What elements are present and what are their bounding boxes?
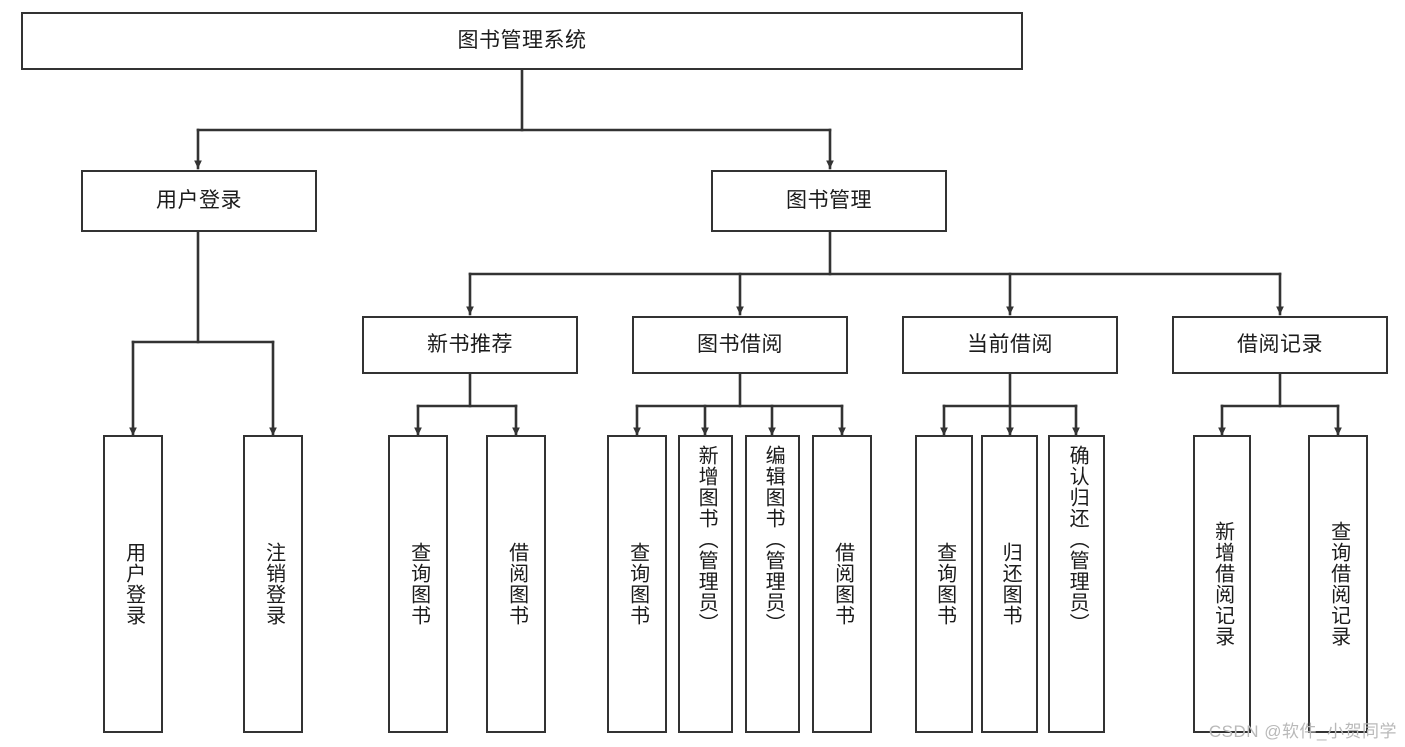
node-leaf-query-borrow-record[interactable]: 查询借阅记录 <box>1308 435 1368 733</box>
node-leaf-add-book-admin-label: 新增图书（管理员） <box>695 445 718 634</box>
node-leaf-borrow-book-label: 借阅图书 <box>831 542 854 626</box>
node-root-label: 图书管理系统 <box>457 28 587 52</box>
node-leaf-add-borrow-record[interactable]: 新增借阅记录 <box>1193 435 1251 733</box>
node-leaf-borrow-book-new-label: 借阅图书 <box>505 542 528 626</box>
node-new-book-recommend-label: 新书推荐 <box>427 332 513 356</box>
node-user-login-label: 用户登录 <box>156 188 242 212</box>
node-leaf-logout-label: 注销登录 <box>262 542 285 626</box>
node-leaf-query-book-current-label: 查询图书 <box>933 542 956 626</box>
node-root[interactable]: 图书管理系统 <box>21 12 1023 70</box>
node-leaf-edit-book-admin-label: 编辑图书（管理员） <box>762 445 785 634</box>
node-leaf-query-book-borrow[interactable]: 查询图书 <box>607 435 667 733</box>
node-book-management-label: 图书管理 <box>786 188 872 212</box>
node-book-management[interactable]: 图书管理 <box>711 170 947 232</box>
node-leaf-query-book-borrow-label: 查询图书 <box>626 542 649 626</box>
node-leaf-return-book-label: 归还图书 <box>999 542 1022 626</box>
node-leaf-confirm-return-admin-label: 确认归还（管理员） <box>1066 445 1089 634</box>
node-leaf-user-login-label: 用户登录 <box>122 542 145 626</box>
csdn-watermark: CSDN @软件_小贺同学 <box>1208 722 1397 741</box>
node-current-borrow[interactable]: 当前借阅 <box>902 316 1118 374</box>
node-borrow-record[interactable]: 借阅记录 <box>1172 316 1388 374</box>
node-book-borrow[interactable]: 图书借阅 <box>632 316 848 374</box>
node-leaf-add-book-admin[interactable]: 新增图书（管理员） <box>678 435 733 733</box>
node-new-book-recommend[interactable]: 新书推荐 <box>362 316 578 374</box>
node-leaf-borrow-book[interactable]: 借阅图书 <box>812 435 872 733</box>
node-leaf-query-book-new-label: 查询图书 <box>407 542 430 626</box>
node-leaf-user-login[interactable]: 用户登录 <box>103 435 163 733</box>
node-user-login[interactable]: 用户登录 <box>81 170 317 232</box>
node-leaf-return-book[interactable]: 归还图书 <box>981 435 1038 733</box>
node-leaf-query-book-current[interactable]: 查询图书 <box>915 435 973 733</box>
node-leaf-edit-book-admin[interactable]: 编辑图书（管理员） <box>745 435 800 733</box>
node-book-borrow-label: 图书借阅 <box>697 332 783 356</box>
node-current-borrow-label: 当前借阅 <box>967 332 1053 356</box>
node-leaf-query-book-new[interactable]: 查询图书 <box>388 435 448 733</box>
node-borrow-record-label: 借阅记录 <box>1237 332 1323 356</box>
node-leaf-borrow-book-new[interactable]: 借阅图书 <box>486 435 546 733</box>
node-leaf-query-borrow-record-label: 查询借阅记录 <box>1327 521 1350 647</box>
node-leaf-logout[interactable]: 注销登录 <box>243 435 303 733</box>
node-leaf-add-borrow-record-label: 新增借阅记录 <box>1211 521 1234 647</box>
node-leaf-confirm-return-admin[interactable]: 确认归还（管理员） <box>1048 435 1105 733</box>
